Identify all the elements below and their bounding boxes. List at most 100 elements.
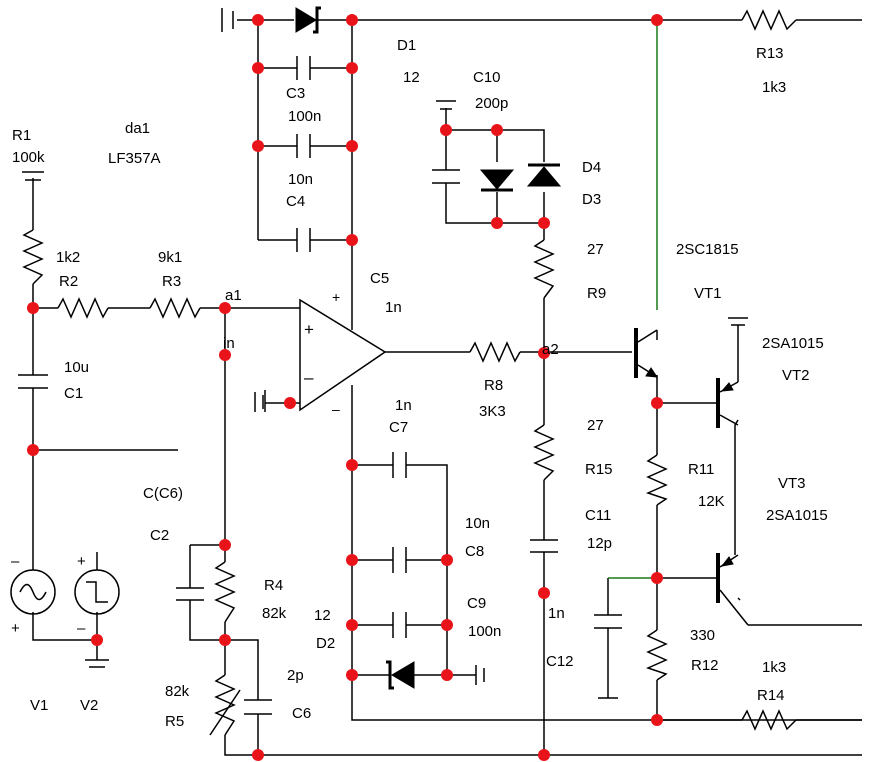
- label-c7-value: 1n: [395, 397, 412, 414]
- label-r14-value: 1k3: [762, 659, 786, 676]
- capacitor-bias: [594, 614, 622, 629]
- label-c2: C2: [150, 527, 169, 544]
- label-vt3: VT3: [778, 475, 806, 492]
- label-c6: C6: [292, 705, 311, 722]
- opamp-vminus-sign: –: [332, 401, 340, 417]
- label-r3: R3: [162, 273, 181, 290]
- opamp-plus-sign: +: [304, 320, 314, 339]
- label-d2-value: 12: [314, 607, 331, 624]
- label-c10-value: 200p: [475, 95, 508, 112]
- label-d2: D2: [316, 635, 335, 652]
- label-r5-value: 82k: [165, 683, 190, 700]
- label-v1: V1: [30, 697, 48, 714]
- resistor-r13: [741, 9, 797, 31]
- resistor-r14: [741, 709, 797, 731]
- label-d1: D1: [397, 37, 416, 54]
- label-r2-value: 1k2: [56, 249, 80, 266]
- opamp-vplus-sign: +: [332, 289, 340, 305]
- label-c8-value: 10n: [465, 515, 490, 532]
- opamp-minus-sign: –: [304, 368, 314, 387]
- label-r8: R8: [484, 377, 503, 394]
- label-vt3-part: 2SA1015: [766, 507, 828, 524]
- diode-d4: [526, 163, 562, 187]
- capacitor-c11-c12: [530, 539, 558, 553]
- resistor-r15: [533, 424, 555, 481]
- label-c9-value: 100n: [468, 623, 501, 640]
- capacitor-c1: [18, 374, 48, 389]
- v2-minus-sign: –: [77, 620, 86, 637]
- label-c11-value: 12p: [587, 535, 612, 552]
- label-r11: R11: [688, 461, 714, 478]
- pulse-source-v2: + –: [74, 553, 120, 637]
- label-c10: C10: [473, 69, 501, 86]
- label-c6-alt: C(C6): [143, 485, 183, 502]
- capacitor-c5: [296, 228, 311, 252]
- label-da1: da1: [125, 120, 150, 137]
- label-c6-value: 2p: [287, 667, 304, 684]
- label-d1-value: 12: [403, 69, 420, 86]
- label-node-a2: a2: [542, 341, 559, 358]
- label-r1-value: 100k: [12, 149, 45, 166]
- junction-dots: [27, 14, 663, 761]
- label-c4: C4: [286, 193, 305, 210]
- label-vt2-part: 2SA1015: [762, 335, 824, 352]
- transistor-vt3: [716, 553, 749, 626]
- label-r5: R5: [165, 713, 184, 730]
- resistor-r12: [645, 629, 668, 681]
- label-node-in: in: [223, 335, 235, 352]
- transistor-vt2: [716, 378, 739, 428]
- label-c8: C8: [465, 543, 484, 560]
- capacitor-c9: [392, 612, 407, 638]
- label-r4-value: 82k: [262, 605, 287, 622]
- label-vt1: VT1: [694, 285, 722, 302]
- label-r15: R15: [585, 461, 613, 478]
- resistor-r11: [645, 454, 668, 506]
- v1-plus-sign: +: [11, 620, 20, 637]
- label-r1: R1: [12, 127, 31, 144]
- resistor-r9: [533, 239, 555, 299]
- label-c5-value: 1n: [385, 299, 402, 316]
- capacitor-c8: [392, 547, 407, 573]
- label-c5: C5: [370, 270, 389, 287]
- ground-symbols: [22, 8, 748, 699]
- resistor-r4: [214, 561, 236, 623]
- v2-plus-sign: +: [77, 553, 86, 570]
- v1-minus-sign: –: [11, 553, 20, 570]
- label-c4-value: 10n: [288, 171, 313, 188]
- label-d3: D3: [582, 191, 601, 208]
- label-r15-value: 27: [587, 417, 604, 434]
- label-r2: R2: [59, 273, 78, 290]
- label-da1-part: LF357A: [108, 150, 161, 167]
- label-r3-value: 9k1: [158, 249, 182, 266]
- zener-diode-d1: [295, 6, 321, 34]
- label-r14: R14: [757, 687, 785, 704]
- label-c3-value: 100n: [288, 108, 321, 125]
- label-r11-value: 12K: [698, 493, 725, 510]
- label-c11: C11: [585, 507, 611, 524]
- capacitor-c3: [296, 56, 311, 80]
- resistor-r1-chain: [22, 229, 44, 285]
- resistor-r3: [149, 297, 201, 319]
- diode-d3: [479, 169, 515, 192]
- resistor-r8: [469, 341, 521, 363]
- label-c7: C7: [389, 419, 408, 436]
- capacitor-c7: [392, 452, 407, 478]
- resistor-r2: [57, 297, 109, 319]
- transistor-vt1: [634, 328, 658, 378]
- component-labels: D1 12 C3 100n 10n C4 C10 200p D4 D3 R1 1…: [12, 37, 828, 730]
- label-d4: D4: [582, 159, 601, 176]
- label-r4: R4: [264, 577, 283, 594]
- zener-diode-d2: [386, 660, 415, 690]
- label-c1: C1: [64, 385, 83, 402]
- label-r12-value: 330: [690, 627, 715, 644]
- label-v2: V2: [80, 697, 98, 714]
- capacitor-c2: [176, 587, 204, 601]
- label-node-a1: a1: [225, 287, 242, 304]
- label-c1-value: 10u: [64, 359, 89, 376]
- ac-source-v1: – +: [10, 553, 56, 637]
- opamp-da1: + – + –: [299, 289, 387, 417]
- label-vt2: VT2: [782, 367, 810, 384]
- capacitor-c6: [244, 699, 272, 715]
- capacitor-c4: [296, 134, 311, 158]
